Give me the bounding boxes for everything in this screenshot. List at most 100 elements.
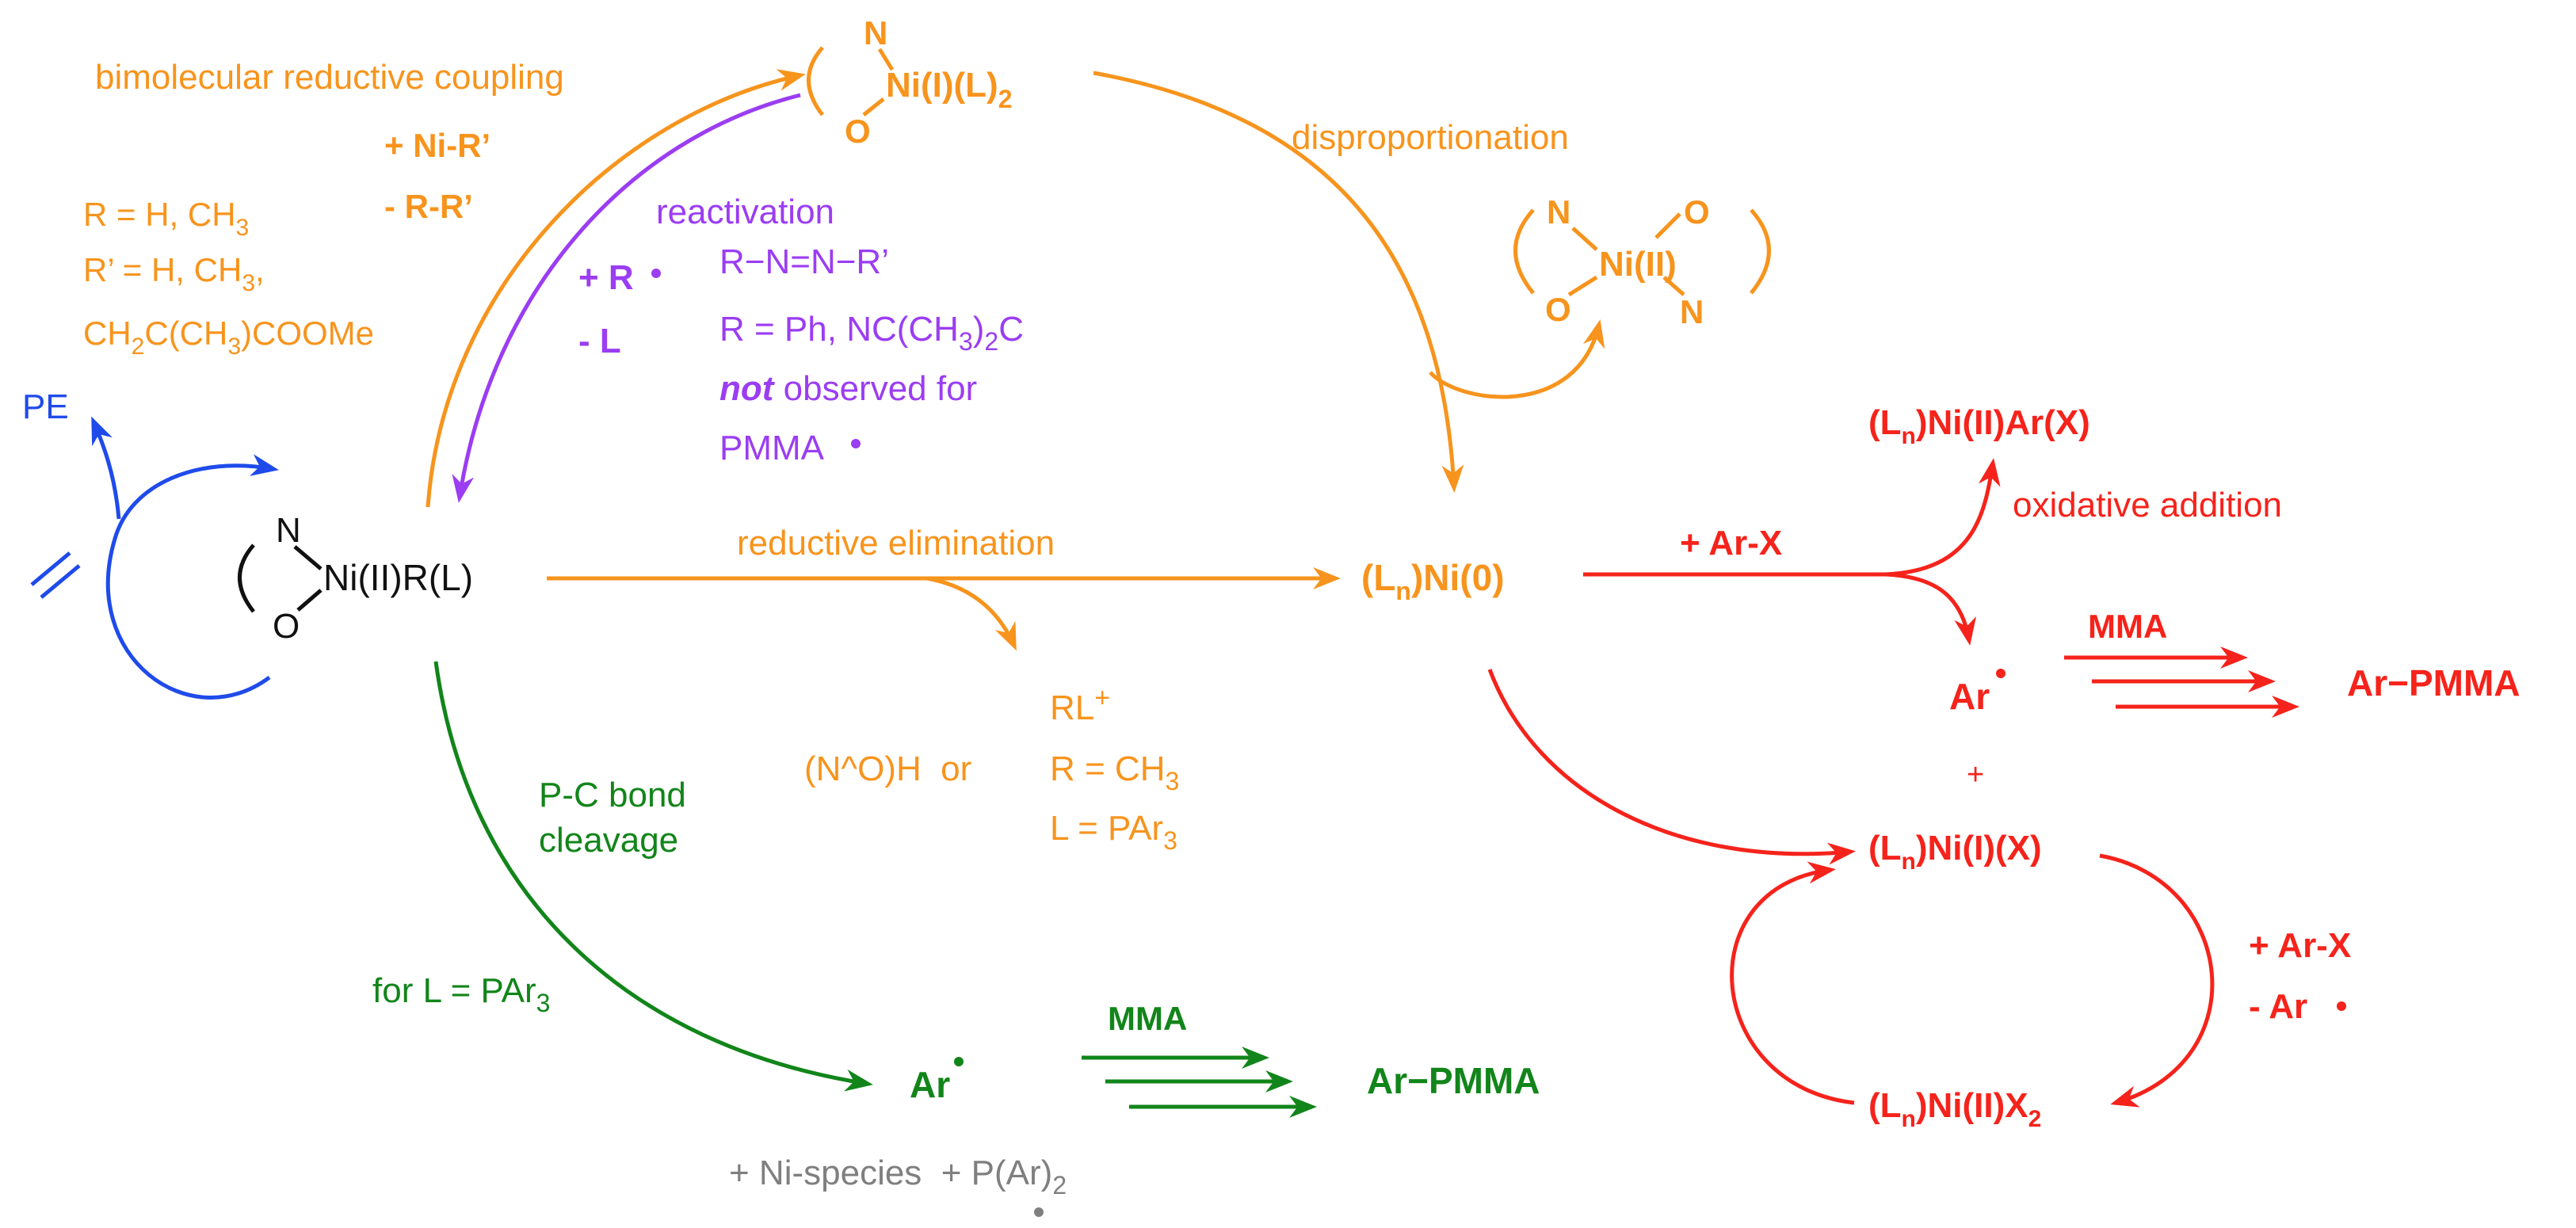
ni1-complex-ni: Ni(I)(L) xyxy=(886,66,998,105)
ni1-o-bond xyxy=(862,97,885,116)
phosphorus-radical-dot xyxy=(1034,1207,1044,1217)
rp-def2-sub2: 3 xyxy=(227,334,241,360)
azo-formula: R−N=N−R’ xyxy=(719,242,889,281)
ni2x2-sub2: 2 xyxy=(2028,1106,2042,1132)
ni1-complex-sub: 2 xyxy=(998,85,1013,113)
ni2x2-b: )Ni(II)X xyxy=(1916,1086,2028,1125)
bimolecular-rp-def: R’ = H, CH3, xyxy=(83,251,265,296)
ni2x2-sub: n xyxy=(1902,1106,1916,1132)
cycle-plus-arx: + Ar-X xyxy=(2249,926,2351,965)
ni1x-sub: n xyxy=(1902,849,1916,875)
bimolecular-minus-rr: - R-R’ xyxy=(384,188,473,225)
ni2x2-a: (L xyxy=(1868,1086,1902,1125)
ni2-n1: N xyxy=(1547,193,1570,231)
disproportionation-arc-arrow xyxy=(1093,71,1464,493)
re-byproduct-branch-arrow xyxy=(926,576,1017,651)
pc-cleavage-arrow xyxy=(433,661,873,1092)
ni1-complex-n: N xyxy=(864,14,887,51)
not-rest: observed for xyxy=(773,369,977,408)
cycle-minus-ar: - Ar xyxy=(2249,987,2307,1026)
rp-def-sub: 3 xyxy=(242,270,255,296)
pmma-radical-label: PMMA xyxy=(719,429,825,467)
ni2-b1 xyxy=(1571,227,1598,251)
green-ar-radical: Ar xyxy=(910,1064,950,1105)
bimolecular-plus-nir: + Ni-R’ xyxy=(384,127,490,164)
ni2-right-arc xyxy=(1750,208,1771,295)
ni2-b2 xyxy=(1567,275,1598,297)
r-eq-sub: 3 xyxy=(1165,767,1179,795)
r-eq-text: R = CH xyxy=(1050,749,1165,788)
red-plus: + xyxy=(1967,758,1984,791)
bimolecular-rp-def-2: CH2C(CH3)COOMe xyxy=(83,315,374,360)
r-def-sub: 3 xyxy=(236,215,250,241)
reactivation-arrow xyxy=(452,93,801,503)
ni2-arx-product: (Ln)Ni(II)Ar(X) xyxy=(1868,403,2090,449)
rp-def-text: R’ = H, CH xyxy=(83,251,242,288)
ni1x-a: (L xyxy=(1868,829,1902,868)
byproducts-text: + Ni-species + P(Ar) xyxy=(729,1154,1052,1192)
for-l-par3: for L = PAr3 xyxy=(372,971,550,1017)
start-complex: N O Ni(II)R(L) xyxy=(238,511,473,646)
noh-label: (N^O)H or xyxy=(804,749,971,788)
ni0-sub: n xyxy=(1395,577,1411,605)
green-mma-label: MMA xyxy=(1108,1000,1187,1037)
ethylene-bond-1 xyxy=(30,551,71,586)
reactivation-minus-l: - L xyxy=(578,322,621,360)
ni2-formation-branch-arrow xyxy=(1429,319,1605,399)
red-ar-pmma-product: Ar−PMMA xyxy=(2347,662,2521,704)
pe-release-arrow xyxy=(91,416,121,520)
ni1x-to-ni2x2-arrow xyxy=(2099,853,2215,1108)
red-mma-label: MMA xyxy=(2088,608,2167,645)
red-ar-radical: Ar xyxy=(1949,676,1990,717)
ni1-n-bond xyxy=(877,48,895,71)
ni0-a: (L xyxy=(1361,557,1395,598)
ni1-complex-label: Ni(I)(L)2 xyxy=(886,66,1013,113)
azo-r-def-b: ) xyxy=(973,310,985,349)
radical-dot-pmma xyxy=(851,439,861,448)
ethylene-bond-2 xyxy=(40,564,81,599)
ni1-complex-o: O xyxy=(845,113,871,150)
ni2-o1: O xyxy=(1545,291,1571,328)
l-eq-sub: 3 xyxy=(1163,826,1177,855)
azo-r-def-sub: 3 xyxy=(959,327,973,356)
ni1x-b: )Ni(I)(X) xyxy=(1916,829,2042,868)
rp-def-tail: , xyxy=(255,251,265,288)
ni2-arx-a: (L xyxy=(1868,403,1902,442)
ni2x2-label: (Ln)Ni(II)X2 xyxy=(1868,1086,2041,1132)
plus-arx-label: + Ar-X xyxy=(1680,524,1782,563)
start-chelate-arc xyxy=(238,543,255,613)
ni2-left-arc xyxy=(1513,208,1535,295)
red-ar-dot xyxy=(1996,669,2005,678)
start-o-bond xyxy=(296,589,322,612)
start-complex-ni-label: Ni(II)R(L) xyxy=(323,557,473,598)
rp-def2-b: C(CH xyxy=(144,315,227,352)
reductive-elimination-label: reductive elimination xyxy=(737,524,1055,563)
pc-bond-line1: P-C bond xyxy=(539,776,686,814)
for-l-sub: 3 xyxy=(536,989,551,1017)
l-eq-text: L = PAr xyxy=(1050,809,1163,848)
not-observed: not observed for xyxy=(719,369,977,408)
azo-r-def-c: C xyxy=(998,310,1024,349)
byproducts-sub: 2 xyxy=(1052,1171,1067,1199)
azo-r-def: R = Ph, NC(CH3)2C xyxy=(719,310,1024,356)
polymerization-arc-arrow xyxy=(105,454,279,700)
pe-label: PE xyxy=(22,387,69,426)
ethylene-polymerization: PE xyxy=(22,387,279,700)
ni2-ni: Ni(II) xyxy=(1599,245,1677,284)
ni2-bis-complex: N O Ni(II) O N xyxy=(1513,193,1771,330)
r-eq-ch3: R = CH3 xyxy=(1050,749,1179,795)
disproportionation-label: disproportionation xyxy=(1292,118,1569,157)
not-word: not xyxy=(719,369,776,408)
oxidative-addition-label: oxidative addition xyxy=(2013,486,2282,524)
l-eq-par3: L = PAr3 xyxy=(1050,809,1177,855)
bimolecular-r-def: R = H, CH3 xyxy=(83,196,249,241)
ni2x2-to-ni1x-arrow xyxy=(1730,861,1855,1105)
rp-def2-c: )COOMe xyxy=(241,315,374,352)
ni1-complex: N O Ni(I)(L)2 xyxy=(807,14,1013,150)
azo-r-def-a: R = Ph, NC(CH xyxy=(719,310,959,349)
ni2-arx-b: )Ni(II)Ar(X) xyxy=(1916,403,2090,442)
bimolecular-label: bimolecular reductive coupling xyxy=(95,58,564,97)
start-complex-n: N xyxy=(276,511,301,550)
r-def-text: R = H, CH xyxy=(83,196,236,233)
